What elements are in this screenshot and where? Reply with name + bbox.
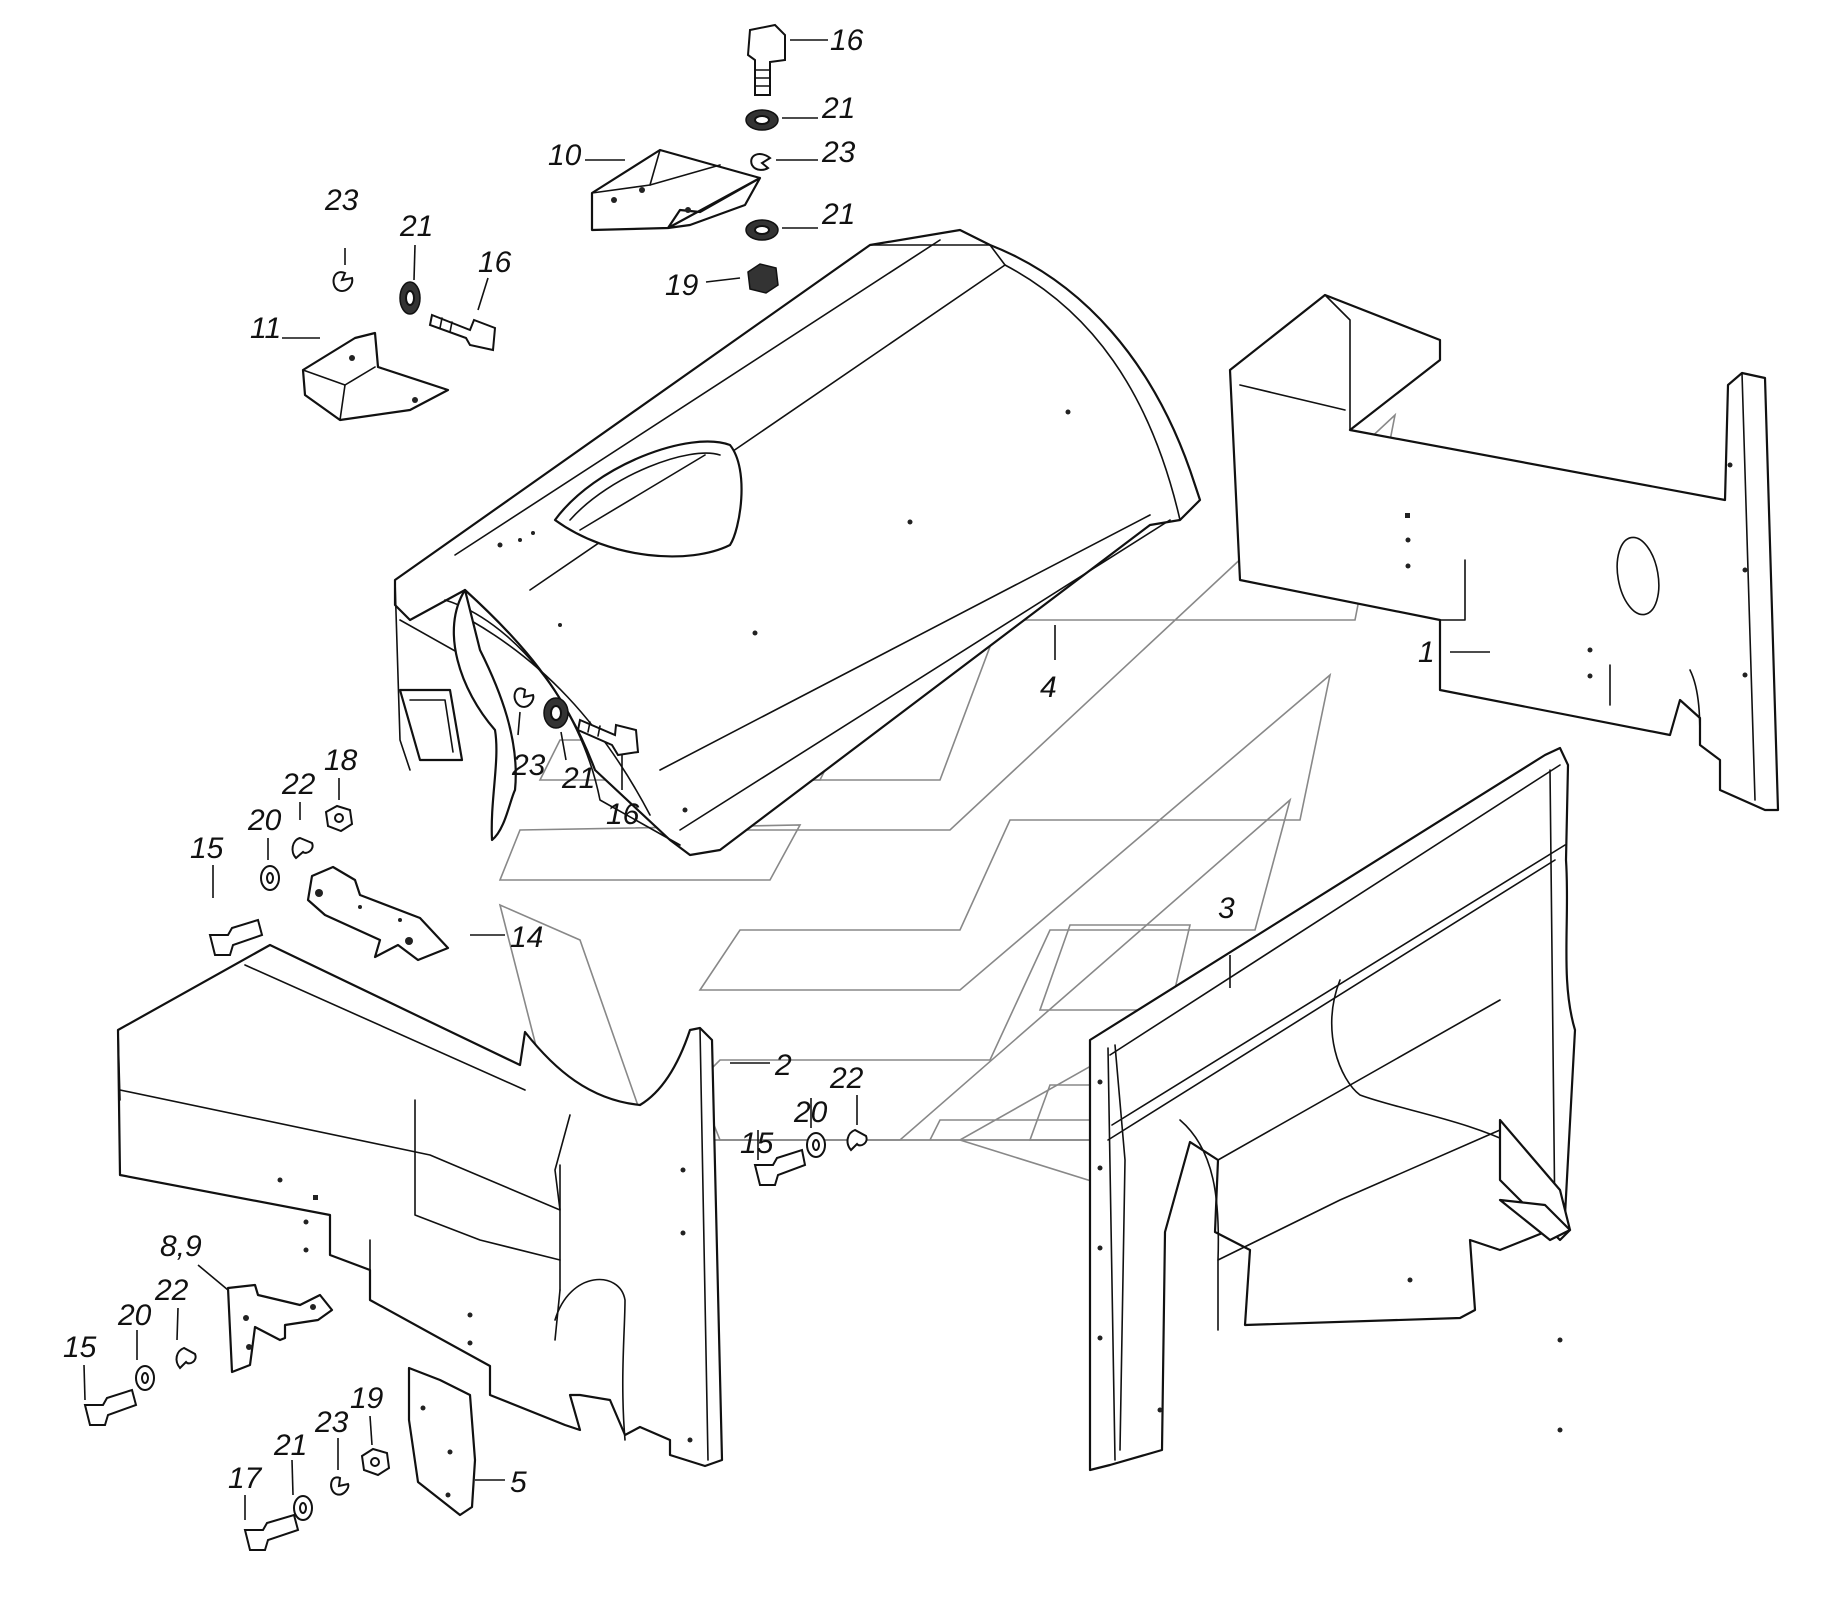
clip-23-left-icon — [332, 271, 354, 292]
hardware-top-stack — [745, 23, 786, 294]
bolt-15-b-icon — [753, 1148, 807, 1186]
clip-23-top-icon — [750, 153, 772, 171]
hardware-upper-left — [332, 271, 497, 352]
clip-22-b-icon — [846, 1128, 868, 1152]
callout-22-b: 22 — [829, 1062, 864, 1095]
bolt-16-left-icon — [428, 313, 497, 352]
callout-16-cover: 16 — [606, 798, 640, 831]
part-2-left-side-panel — [116, 943, 724, 1468]
clip-23-cover-icon — [513, 687, 535, 708]
part-3-rear-frame — [1088, 746, 1577, 1472]
callout-22-a: 22 — [281, 768, 316, 801]
callout-19-top: 19 — [665, 269, 699, 302]
part-4-cylinder-cover — [393, 228, 1202, 857]
callout-5: 5 — [510, 1466, 527, 1499]
callout-21-bottom: 21 — [273, 1429, 307, 1462]
part-8-9-bracket — [226, 1283, 334, 1374]
callout-23-top: 23 — [821, 136, 856, 169]
clip-23-bottom-icon — [330, 1476, 350, 1496]
callout-23-cover: 23 — [511, 749, 546, 782]
part-5-plate — [407, 1366, 477, 1517]
bolt-16-top-icon — [746, 23, 786, 96]
callout-21-top1: 21 — [821, 92, 855, 125]
callout-10: 10 — [548, 139, 582, 172]
bolt-15-c-icon — [83, 1388, 138, 1426]
callout-20-b: 20 — [793, 1096, 828, 1129]
part-10-bracket — [590, 148, 762, 232]
nut-19-top-icon — [747, 263, 779, 294]
callouts: 16 21 23 21 19 10 23 21 16 11 23 21 16 4… — [63, 24, 1435, 1499]
hardware-lower-left — [83, 1346, 197, 1426]
callout-14: 14 — [510, 921, 543, 954]
callout-16-top: 16 — [830, 24, 864, 57]
callout-22-c: 22 — [154, 1274, 189, 1307]
bolt-15-a-icon — [208, 918, 264, 956]
callout-15-c: 15 — [63, 1331, 97, 1364]
hardware-bottom — [243, 1447, 391, 1551]
callout-2: 2 — [774, 1049, 792, 1082]
callout-3: 3 — [1218, 892, 1235, 925]
hardware-left-middle — [208, 804, 354, 956]
callout-19-bottom: 19 — [350, 1382, 384, 1415]
callout-17: 17 — [228, 1462, 263, 1495]
callout-21-cover: 21 — [561, 762, 595, 795]
callout-15-b: 15 — [740, 1127, 774, 1160]
callout-23-bottom: 23 — [314, 1406, 349, 1439]
callout-20-a: 20 — [247, 804, 282, 837]
callout-23-left: 23 — [324, 184, 359, 217]
callout-11: 11 — [250, 312, 281, 345]
clip-22-a-icon — [291, 836, 314, 860]
bolt-17-icon — [243, 1513, 300, 1551]
leader-lines — [83, 39, 1490, 1520]
callout-16-left: 16 — [478, 246, 512, 279]
part-11-bracket — [301, 331, 450, 422]
callout-21-top2: 21 — [821, 198, 855, 231]
callout-8-9: 8,9 — [160, 1230, 202, 1263]
part-14-bracket — [306, 865, 450, 962]
bolt-16-cover-icon — [576, 718, 640, 757]
clip-22-c-icon — [175, 1346, 197, 1370]
callout-15-a: 15 — [190, 832, 224, 865]
callout-20-c: 20 — [117, 1299, 152, 1332]
callout-4: 4 — [1040, 671, 1057, 704]
hardware-on-cover — [513, 687, 640, 757]
callout-21-left: 21 — [399, 210, 433, 243]
part-1-right-side-panel — [1228, 293, 1780, 812]
callout-1: 1 — [1418, 636, 1435, 669]
hardware-right-middle — [753, 1128, 868, 1186]
callout-18: 18 — [324, 744, 358, 777]
